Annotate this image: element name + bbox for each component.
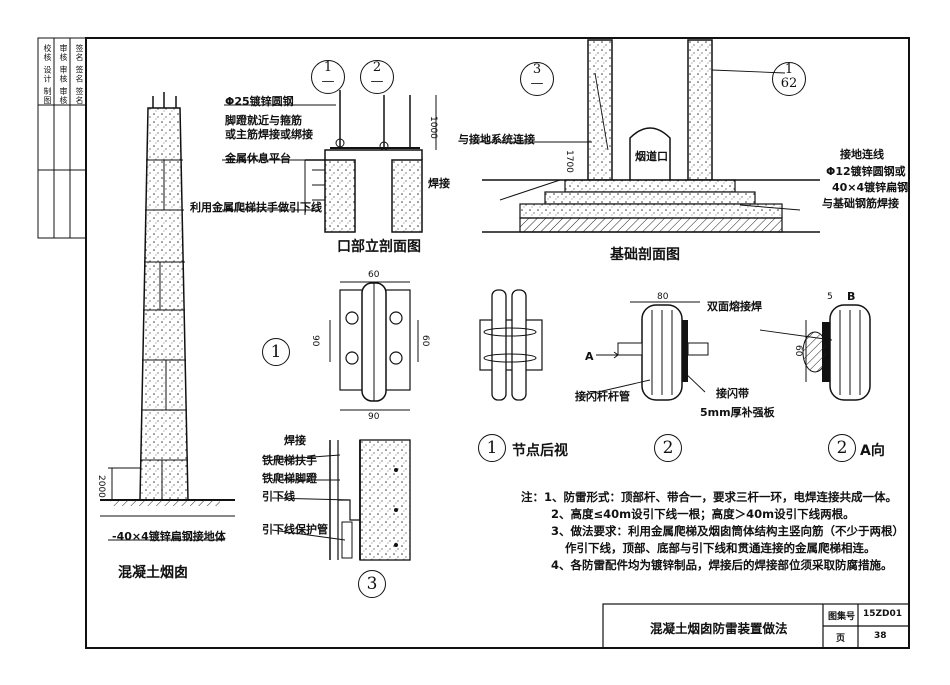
ref-callout-3: 3— [520,62,554,96]
label-ground-line: 接地连线 [840,148,884,161]
dim-90a: 90 [310,335,320,347]
note-item: 4、各防雷配件均为镀锌制品，焊接后的焊接部位须采取防腐措施。 [551,558,893,572]
label-flash-belt: 接闪带 [716,387,749,400]
node-1-clamp [329,281,419,411]
label-down-lead-pipe: 引下线保护管 [262,523,328,536]
page-no: 38 [874,631,887,641]
dim-90b: 90 [368,412,380,422]
node-3 [329,439,411,561]
atlas-label: 图集号 [828,612,856,622]
chimney-elevation [100,92,235,541]
label-arrow-b: B [847,290,856,303]
title-node-back: 节点后视 [512,443,568,459]
label-ladder-step: 铁爬梯脚蹬 [262,472,317,485]
title-chimney: 混凝土烟囱 [118,565,188,581]
callout-2: 2 [654,434,682,462]
note-item: 1、防雷形式：顶部杆、带合一，要求三杆一环，电焊连接共成一体。 [544,490,897,504]
label-weld2: 焊接 [284,434,306,447]
label-ladder-down: 利用金属爬梯扶手做引下线 [190,201,322,214]
label-foot-weld-2: 或主筋焊接或绑接 [225,128,313,141]
label-arrow-a: A [585,350,594,363]
callout-2-a-view: 2 [828,434,856,462]
drawing-title: 混凝土烟囱防雷装置做法 [650,621,788,636]
ref-callout-1: 1— [311,60,345,94]
label-phi12-2: 40×4镀锌扁钢 [832,181,909,194]
label-down-lead: 引下线 [262,490,295,503]
note-item: 作引下线，顶部、底部与引下线和贯通连接的金属爬梯相连。 [565,541,876,555]
label-platform: 金属休息平台 [225,152,291,165]
label-ground-bar: -40×4镀锌扁钢接地体 [112,530,226,543]
title-mouth-section: 口部立剖面图 [337,239,421,255]
dim-60b: 60 [420,335,430,347]
notes-block: 注：1、防雷形式：顶部杆、带合一，要求三杆一环，电焊连接共成一体。 2、高度≤4… [521,489,904,574]
label-weld: 焊接 [428,177,450,190]
label-flue: 烟道口 [635,150,668,163]
label-phi12-3: 与基础钢筋焊接 [822,197,899,210]
label-plate: 5mm厚补强板 [700,406,775,419]
leader-lines [108,69,833,541]
dim-5: 5 [827,292,833,302]
title-a-view: A向 [860,443,885,459]
side-panel-cell: 校核 设计 制图 [43,44,52,106]
note-item: 3、做法要求：利用金属爬梯及烟囱筒体结构主竖向筋（不少于两根） [551,524,904,538]
title-block [602,603,910,649]
dim-1700: 1700 [564,150,574,173]
callout-1: 1 [262,338,290,366]
atlas-no: 15ZD01 [863,609,903,619]
callout-3: 3 [358,570,386,598]
node-2 [596,301,709,401]
mouth-section [304,90,437,233]
label-flash-pipe: 接闪杆杆管 [575,390,630,403]
side-panel-cell: 签名 签名 签名 [75,44,84,106]
a-view [802,304,871,401]
page-label: 页 [836,634,846,644]
notes-prefix: 注： [521,490,544,504]
dim-80: 80 [657,292,669,302]
side-panel-cell: 审核 审核 审核 [59,44,68,106]
title-foundation-section: 基础剖面图 [610,247,680,263]
dim-2000: 2000 [96,475,106,498]
node-back-view [479,289,543,401]
foundation-section [482,39,820,233]
side-panel [37,37,87,239]
callout-1-node-back: 1 [478,434,506,462]
label-ladder-handrail: 铁爬梯扶手 [262,454,317,467]
dim-1000: 1000 [428,116,438,139]
dim-60c: 60 [793,345,803,357]
label-phi25: Φ25镀锌圆钢 [225,95,294,108]
label-phi12-1: Φ12镀锌圆钢或 [826,165,906,178]
note-item: 2、高度≤40m设引下线一根；高度＞40m设引下线两根。 [551,507,855,521]
label-double-weld: 双面熔接焊 [707,300,762,313]
dim-60a: 60 [368,270,380,280]
outer-frame [85,37,910,649]
label-foot-weld-1: 脚蹬就近与箍筋 [225,114,302,127]
ref-callout-2: 2— [360,60,394,94]
label-ground-conn: 与接地系统连接 [458,133,535,146]
